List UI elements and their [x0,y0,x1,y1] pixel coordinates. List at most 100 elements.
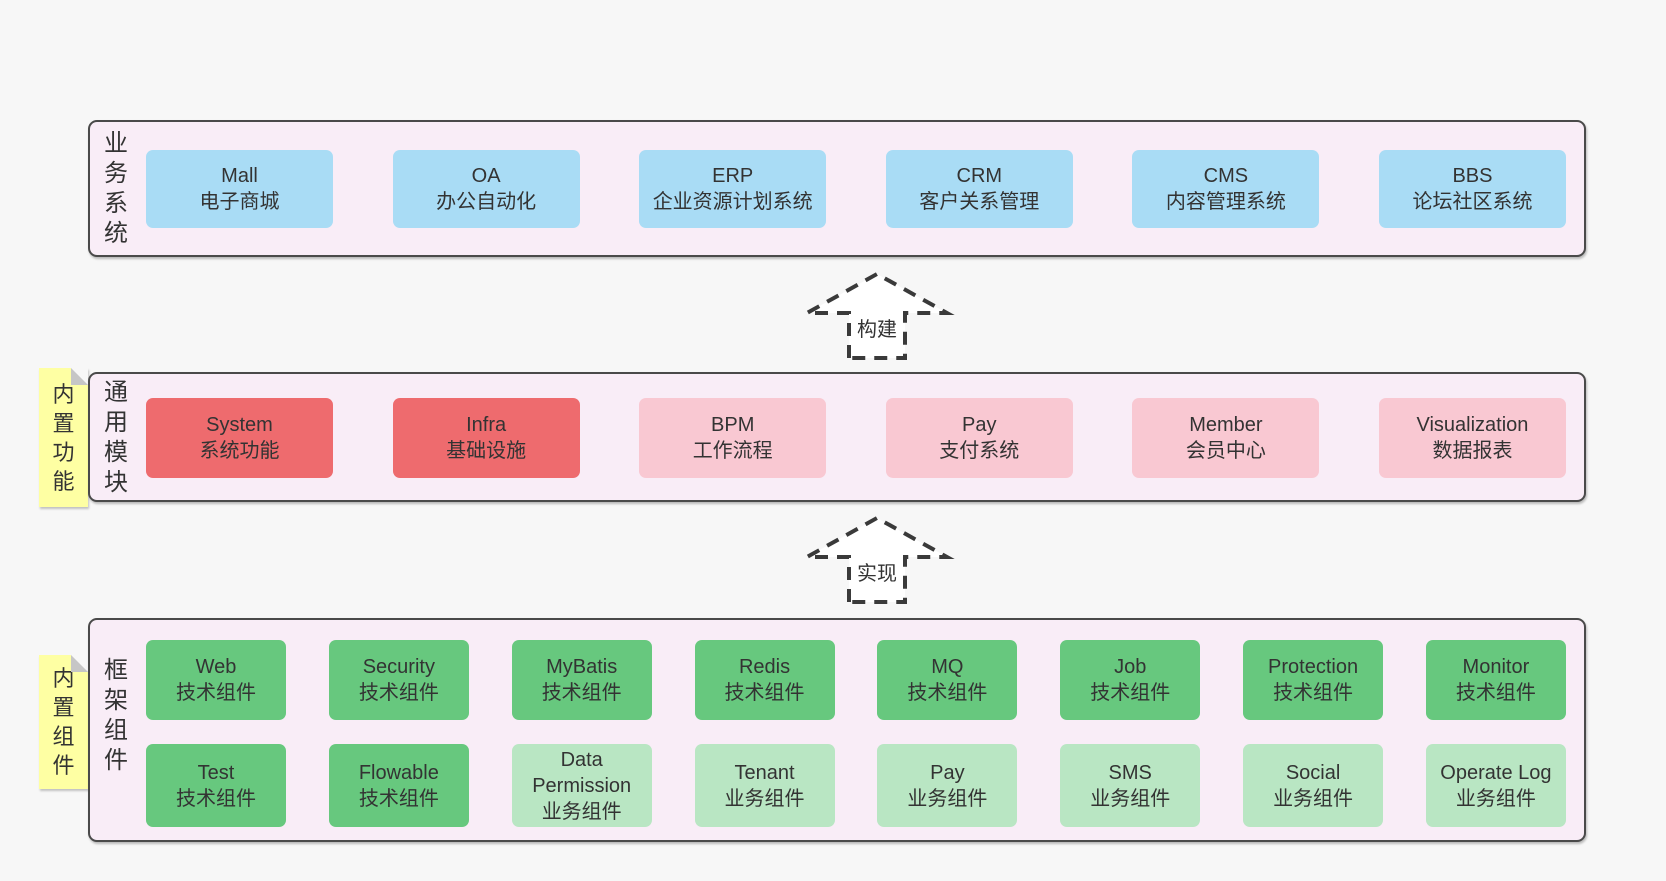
box-subtitle: 业务组件 [907,787,988,810]
box-title: Member [1189,414,1263,436]
box-member: Member 会员中心 [1132,398,1320,478]
box-subtitle: 技术组件 [1273,682,1354,704]
folded-corner-icon [71,368,88,385]
business-box-row: Mall 电子商城 OA 办公自动化 ERP 企业资源计划系统 CRM 客户关系… [146,150,1566,228]
box-protection: Protection 技术组件 [1243,640,1384,720]
box-title: Mall [221,165,258,187]
panel-label-common-modules: 通用模块 [104,379,128,496]
box-title: Social [1285,761,1341,784]
box-subtitle: 内容管理系统 [1165,191,1286,213]
box-subtitle: 技术组件 [358,787,439,810]
box-subtitle: 会员中心 [1185,440,1266,462]
box-visualization: Visualization 数据报表 [1378,398,1566,478]
box-redis: Redis 技术组件 [694,640,835,720]
box-title: System [206,414,273,436]
modules-box-row: System 系统功能 Infra 基础设施 BPM 工作流程 Pay 支付系统… [146,398,1566,478]
dashed-up-arrow-implement [799,515,955,604]
box-social: Social 业务组件 [1243,744,1384,827]
panel-label-business-systems: 业务系统 [104,130,128,247]
box-mall: Mall 电子商城 [146,150,333,228]
box-web: Web 技术组件 [146,640,286,720]
panel-common-modules: 通用模块 System 系统功能 Infra 基础设施 BPM 工作流程 Pay… [88,372,1586,502]
box-title: Redis [738,656,791,678]
box-subtitle: 数据报表 [1432,440,1513,462]
box-title: MyBatis [546,656,618,678]
box-title: CMS [1203,165,1249,187]
box-title: Pay [962,414,997,436]
sticky-note-built-in-features: 内置功能 [39,368,88,507]
dashed-up-arrow-build [799,271,955,360]
sticky-note-built-in-components: 内置组件 [39,655,88,789]
box-subtitle: 系统功能 [199,440,280,462]
box-pay-component: Pay 业务组件 [877,744,1018,827]
box-title: ERP [712,165,754,187]
panel-label-framework-components: 框架组件 [104,657,128,774]
box-subtitle: 业务组件 [1090,787,1171,810]
box-subtitle: 技术组件 [1090,682,1171,704]
box-subtitle: 技术组件 [724,682,805,704]
box-tenant: Tenant 业务组件 [694,744,835,827]
box-subtitle: 企业资源计划系统 [652,191,813,213]
box-title: Visualization [1416,414,1529,436]
folded-corner-icon [71,655,88,672]
box-job: Job 技术组件 [1060,640,1201,720]
panel-framework-components: 框架组件 Web 技术组件 Security 技术组件 MyBatis 技术组件… [88,618,1586,842]
box-subtitle: 技术组件 [176,787,256,810]
box-subtitle: 技术组件 [907,682,988,704]
box-subtitle: 客户关系管理 [919,191,1040,213]
box-cms: CMS 内容管理系统 [1132,150,1320,228]
box-title: Data Permission [532,748,632,797]
box-infra: Infra 基础设施 [392,398,580,478]
box-title: BBS [1452,165,1493,187]
box-title: BPM [711,414,755,436]
box-subtitle: 业务组件 [541,800,622,823]
box-crm: CRM 客户关系管理 [885,150,1073,228]
box-subtitle: 技术组件 [358,682,439,704]
box-bbs: BBS 论坛社区系统 [1378,150,1566,228]
box-data-permission: Data Permission 业务组件 [511,744,652,827]
box-title: OA [471,165,501,187]
box-monitor: Monitor 技术组件 [1425,640,1566,720]
box-operate-log: Operate Log 业务组件 [1425,744,1566,827]
box-subtitle: 电子商城 [199,191,280,213]
box-bpm: BPM 工作流程 [639,398,827,478]
box-subtitle: 技术组件 [541,682,622,704]
box-title: Tenant [734,761,795,784]
arrow-label-implement: 实现 [857,563,897,585]
box-title: SMS [1108,761,1152,784]
box-title: Monitor [1462,656,1530,678]
framework-row-2: Test 技术组件 Flowable 技术组件 Data Permission … [146,744,1566,827]
sticky-note-text: 内置组件 [52,666,75,778]
box-mybatis: MyBatis 技术组件 [511,640,652,720]
box-subtitle: 支付系统 [939,440,1020,462]
box-title: Job [1114,656,1147,678]
box-erp: ERP 企业资源计划系统 [639,150,827,228]
box-security: Security 技术组件 [328,640,469,720]
box-subtitle: 基础设施 [446,440,527,462]
box-title: CRM [956,165,1003,187]
box-subtitle: 办公自动化 [436,191,537,213]
box-title: MQ [931,656,964,678]
box-subtitle: 业务组件 [724,787,805,810]
box-subtitle: 业务组件 [1273,787,1354,810]
panel-business-systems: 业务系统 Mall 电子商城 OA 办公自动化 ERP 企业资源计划系统 CRM… [88,120,1586,257]
box-title: Protection [1268,656,1359,678]
box-title: Test [197,761,235,784]
box-flowable: Flowable 技术组件 [328,744,469,827]
box-subtitle: 业务组件 [1455,787,1536,810]
box-title: Flowable [358,761,439,784]
box-oa: OA 办公自动化 [392,150,580,228]
box-subtitle: 技术组件 [1455,682,1536,704]
box-title: Operate Log [1440,761,1552,784]
arrow-label-build: 构建 [857,319,897,341]
box-sms: SMS 业务组件 [1060,744,1201,827]
box-mq: MQ 技术组件 [877,640,1018,720]
box-subtitle: 技术组件 [176,682,256,704]
framework-row-1: Web 技术组件 Security 技术组件 MyBatis 技术组件 Redi… [146,640,1566,720]
box-pay-module: Pay 支付系统 [885,398,1073,478]
box-test: Test 技术组件 [146,744,286,827]
box-system: System 系统功能 [146,398,333,478]
box-title: Pay [930,761,965,784]
box-title: Security [362,656,435,678]
